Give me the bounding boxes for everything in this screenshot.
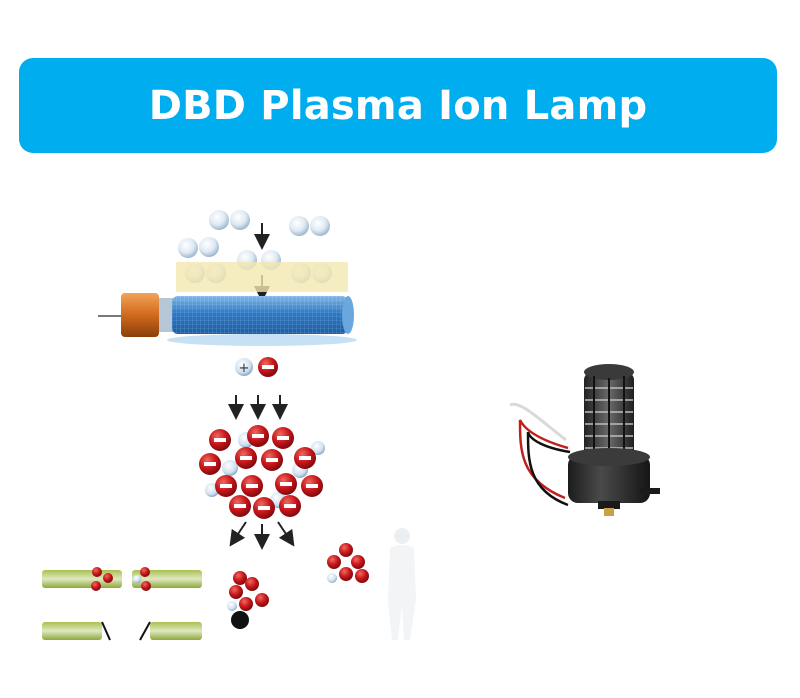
dispersion-arrows xyxy=(229,521,295,550)
page-title: DBD Plasma Ion Lamp xyxy=(148,82,648,129)
person-silhouette xyxy=(388,528,416,640)
electrode-cap xyxy=(121,293,159,337)
dbd-tube xyxy=(98,293,357,346)
bacteria-pipes xyxy=(42,567,202,641)
plasma-lamp-photo xyxy=(509,364,660,516)
ion-cluster-small xyxy=(327,543,369,583)
ion-flow-arrows xyxy=(228,395,288,420)
positive-ion-sign: + xyxy=(239,361,250,376)
ion-pair: + xyxy=(235,357,278,377)
ion-cluster xyxy=(199,425,325,519)
title-banner: DBD Plasma Ion Lamp xyxy=(19,58,777,153)
plasma-zone xyxy=(176,262,348,292)
particle-cluster xyxy=(227,571,269,629)
